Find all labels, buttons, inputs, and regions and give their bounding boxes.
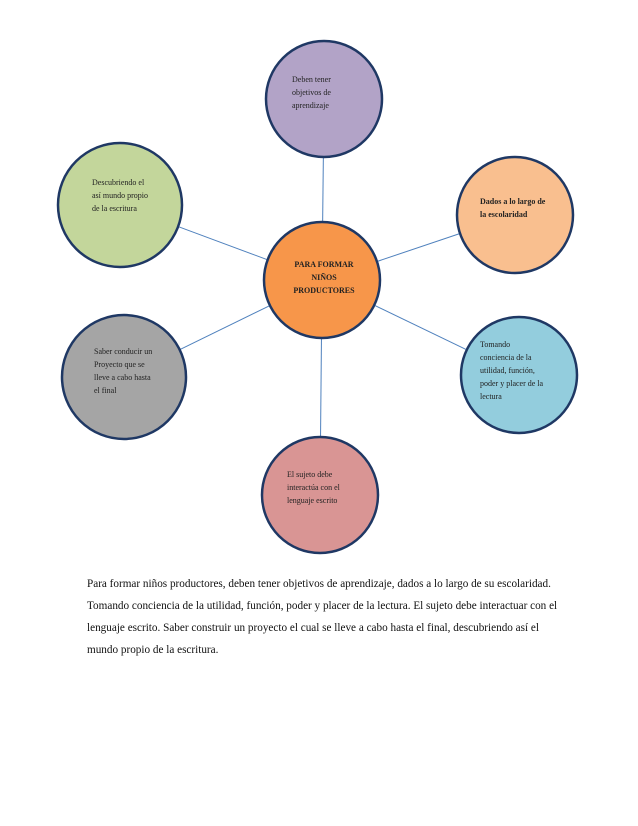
- bottom-node-label: El sujeto debe interactúa con el lenguaj…: [287, 468, 340, 507]
- center-label-line-1: PARA FORMAR: [294, 260, 354, 269]
- lower-left-node-label: Saber conducir un Proyecto que se lleve …: [94, 345, 152, 397]
- connector-lower-right: [374, 304, 467, 351]
- center-node-label: PARA FORMAR NIÑOS PRODUCTORES: [284, 258, 364, 297]
- lower-left-label-line-2: Proyecto que se: [94, 360, 145, 369]
- upper-left-node-label: Descubriendo el así mundo propio de la e…: [92, 176, 148, 215]
- node-circle-upper-left: [56, 141, 184, 269]
- node-circle-upper-right: [455, 155, 575, 275]
- mind-map-diagram: [56, 39, 579, 555]
- node-circle-top: [264, 39, 384, 159]
- center-label-line-2: NIÑOS: [311, 273, 337, 282]
- connector-bottom: [320, 337, 322, 438]
- upper-right-label-line-1: Dados a lo largo de: [480, 197, 546, 206]
- node-circle-lower-left: [60, 313, 188, 441]
- lower-right-label-line-3: utilidad, función,: [480, 366, 535, 375]
- connector-upper-left: [177, 226, 268, 261]
- lower-right-node-label: Tomando conciencia de la utilidad, funci…: [480, 338, 543, 403]
- bottom-label-line-3: lenguaje escrito: [287, 496, 338, 505]
- lower-left-label-line-4: el final: [94, 386, 117, 395]
- lower-right-label-line-5: lectura: [480, 392, 502, 401]
- upper-right-node-label: Dados a lo largo de la escolaridad: [480, 195, 545, 221]
- upper-left-label-line-1: Descubriendo el: [92, 178, 145, 187]
- lower-right-label-line-4: poder y placer de la: [480, 379, 544, 388]
- upper-left-label-line-3: de la escritura: [92, 204, 137, 213]
- top-label-line-3: aprendizaje: [292, 101, 329, 110]
- lower-left-label-line-1: Saber conducir un: [94, 347, 153, 356]
- upper-left-label-line-2: así mundo propio: [92, 191, 148, 200]
- connector-lines: [177, 156, 467, 438]
- connector-lower-left: [179, 305, 271, 351]
- connector-upper-right: [376, 233, 461, 262]
- lower-left-label-line-3: lleve a cabo hasta: [94, 373, 151, 382]
- bottom-label-line-2: interactúa con el: [287, 483, 340, 492]
- top-label-line-2: objetivos de: [292, 88, 331, 97]
- bottom-label-line-1: El sujeto debe: [287, 470, 333, 479]
- lower-right-label-line-1: Tomando: [480, 340, 511, 349]
- node-circle-lower-right: [459, 315, 579, 435]
- top-node-label: Deben tener objetivos de aprendizaje: [292, 73, 331, 112]
- node-circles: [56, 39, 579, 555]
- summary-paragraph: Para formar niños productores, deben ten…: [87, 578, 558, 656]
- top-label-line-1: Deben tener: [292, 75, 331, 84]
- lower-right-label-line-2: conciencia de la: [480, 353, 532, 362]
- upper-right-label-line-2: la escolaridad: [480, 210, 528, 219]
- connector-top: [322, 156, 324, 223]
- center-label-line-3: PRODUCTORES: [293, 286, 355, 295]
- center-node-circle: [262, 220, 382, 340]
- node-circle-bottom: [260, 435, 380, 555]
